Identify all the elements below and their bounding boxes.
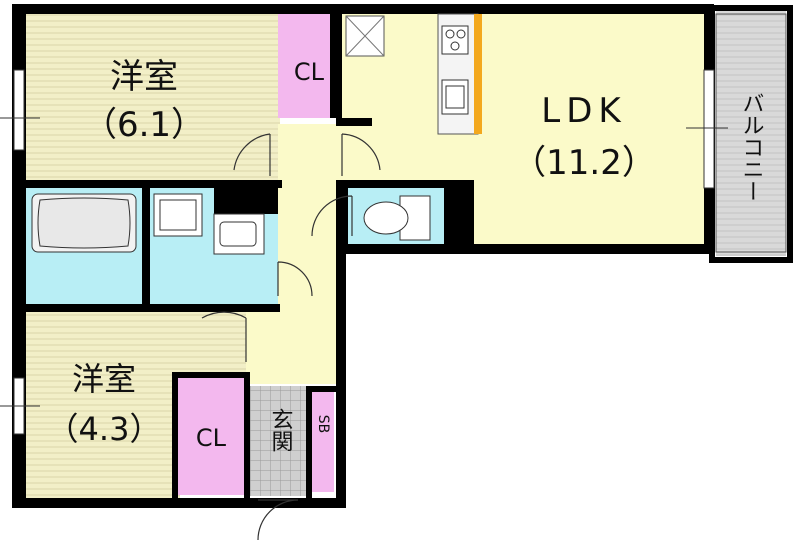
washbasin-icon	[213, 213, 265, 255]
sink-icon	[441, 79, 469, 115]
shoe-box-label: SB	[315, 415, 331, 434]
balcony-label: バルコニー	[739, 92, 764, 202]
western-room-1-size: （6.1）	[83, 105, 205, 145]
washing-machine-icon	[153, 193, 203, 237]
ldk-size: （11.2）	[512, 143, 656, 183]
western-room-2-floor-b	[176, 312, 246, 372]
western-room-1-label: 洋室	[110, 57, 178, 97]
corridor-floor-b	[246, 312, 336, 384]
doors	[201, 133, 381, 541]
entrance-label: 玄関	[268, 408, 293, 452]
kitchen-counter-edge	[474, 14, 482, 134]
window-ldk	[703, 69, 715, 189]
shoe-box-floor	[312, 392, 334, 492]
closet-2-label: CL	[196, 424, 227, 452]
stove-icon	[441, 25, 469, 55]
toilet-icon	[363, 195, 431, 241]
western-room-2-size: （4.3）	[47, 410, 162, 448]
closet-2-floor	[178, 375, 244, 495]
closet-1-label: CL	[294, 58, 325, 86]
bathtub-icon	[31, 193, 137, 253]
western-room-2-label: 洋室	[72, 360, 136, 398]
western-room-1-floor	[26, 14, 280, 182]
window-west-1	[13, 69, 25, 151]
closet-1-floor	[278, 14, 340, 118]
western-room-2-floor	[26, 312, 180, 498]
entrance-floor	[250, 386, 310, 496]
ldk-label: LDK	[541, 91, 626, 131]
